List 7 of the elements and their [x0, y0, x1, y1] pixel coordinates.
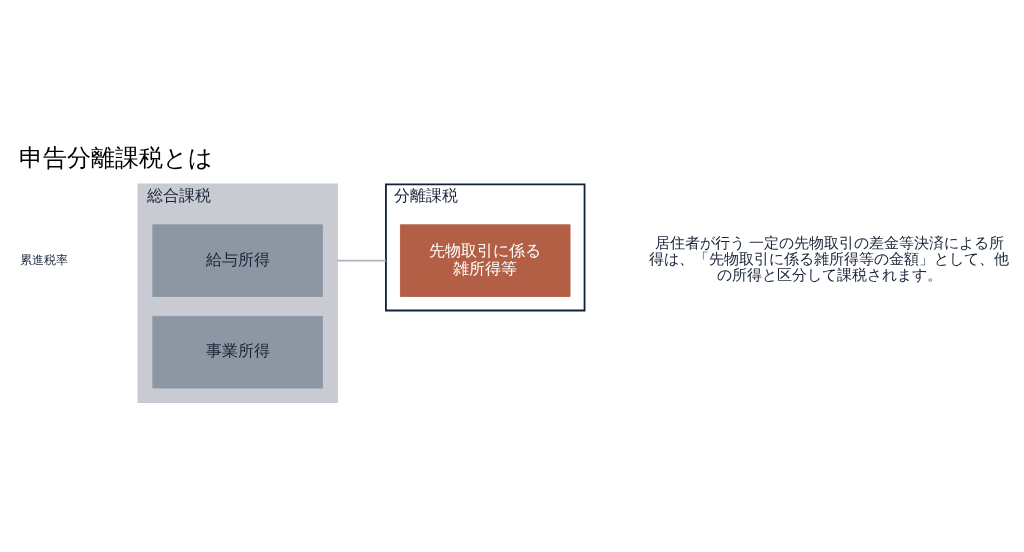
node-box: 給与所得: [152, 223, 323, 297]
diagram-title: 申告分離課税とは: [19, 143, 214, 172]
connector: [336, 259, 387, 262]
label: 累進税率: [20, 252, 68, 267]
node-box: 事業所得: [152, 315, 323, 388]
label: 居住者が行う 一定の先物取引の差金等決済による所得は、「先物取引に係る雑所得等の金額」として、他の所得と区分して課税されます。: [649, 234, 1010, 283]
node-box: 先物取引に係る雑所得等: [400, 223, 571, 297]
